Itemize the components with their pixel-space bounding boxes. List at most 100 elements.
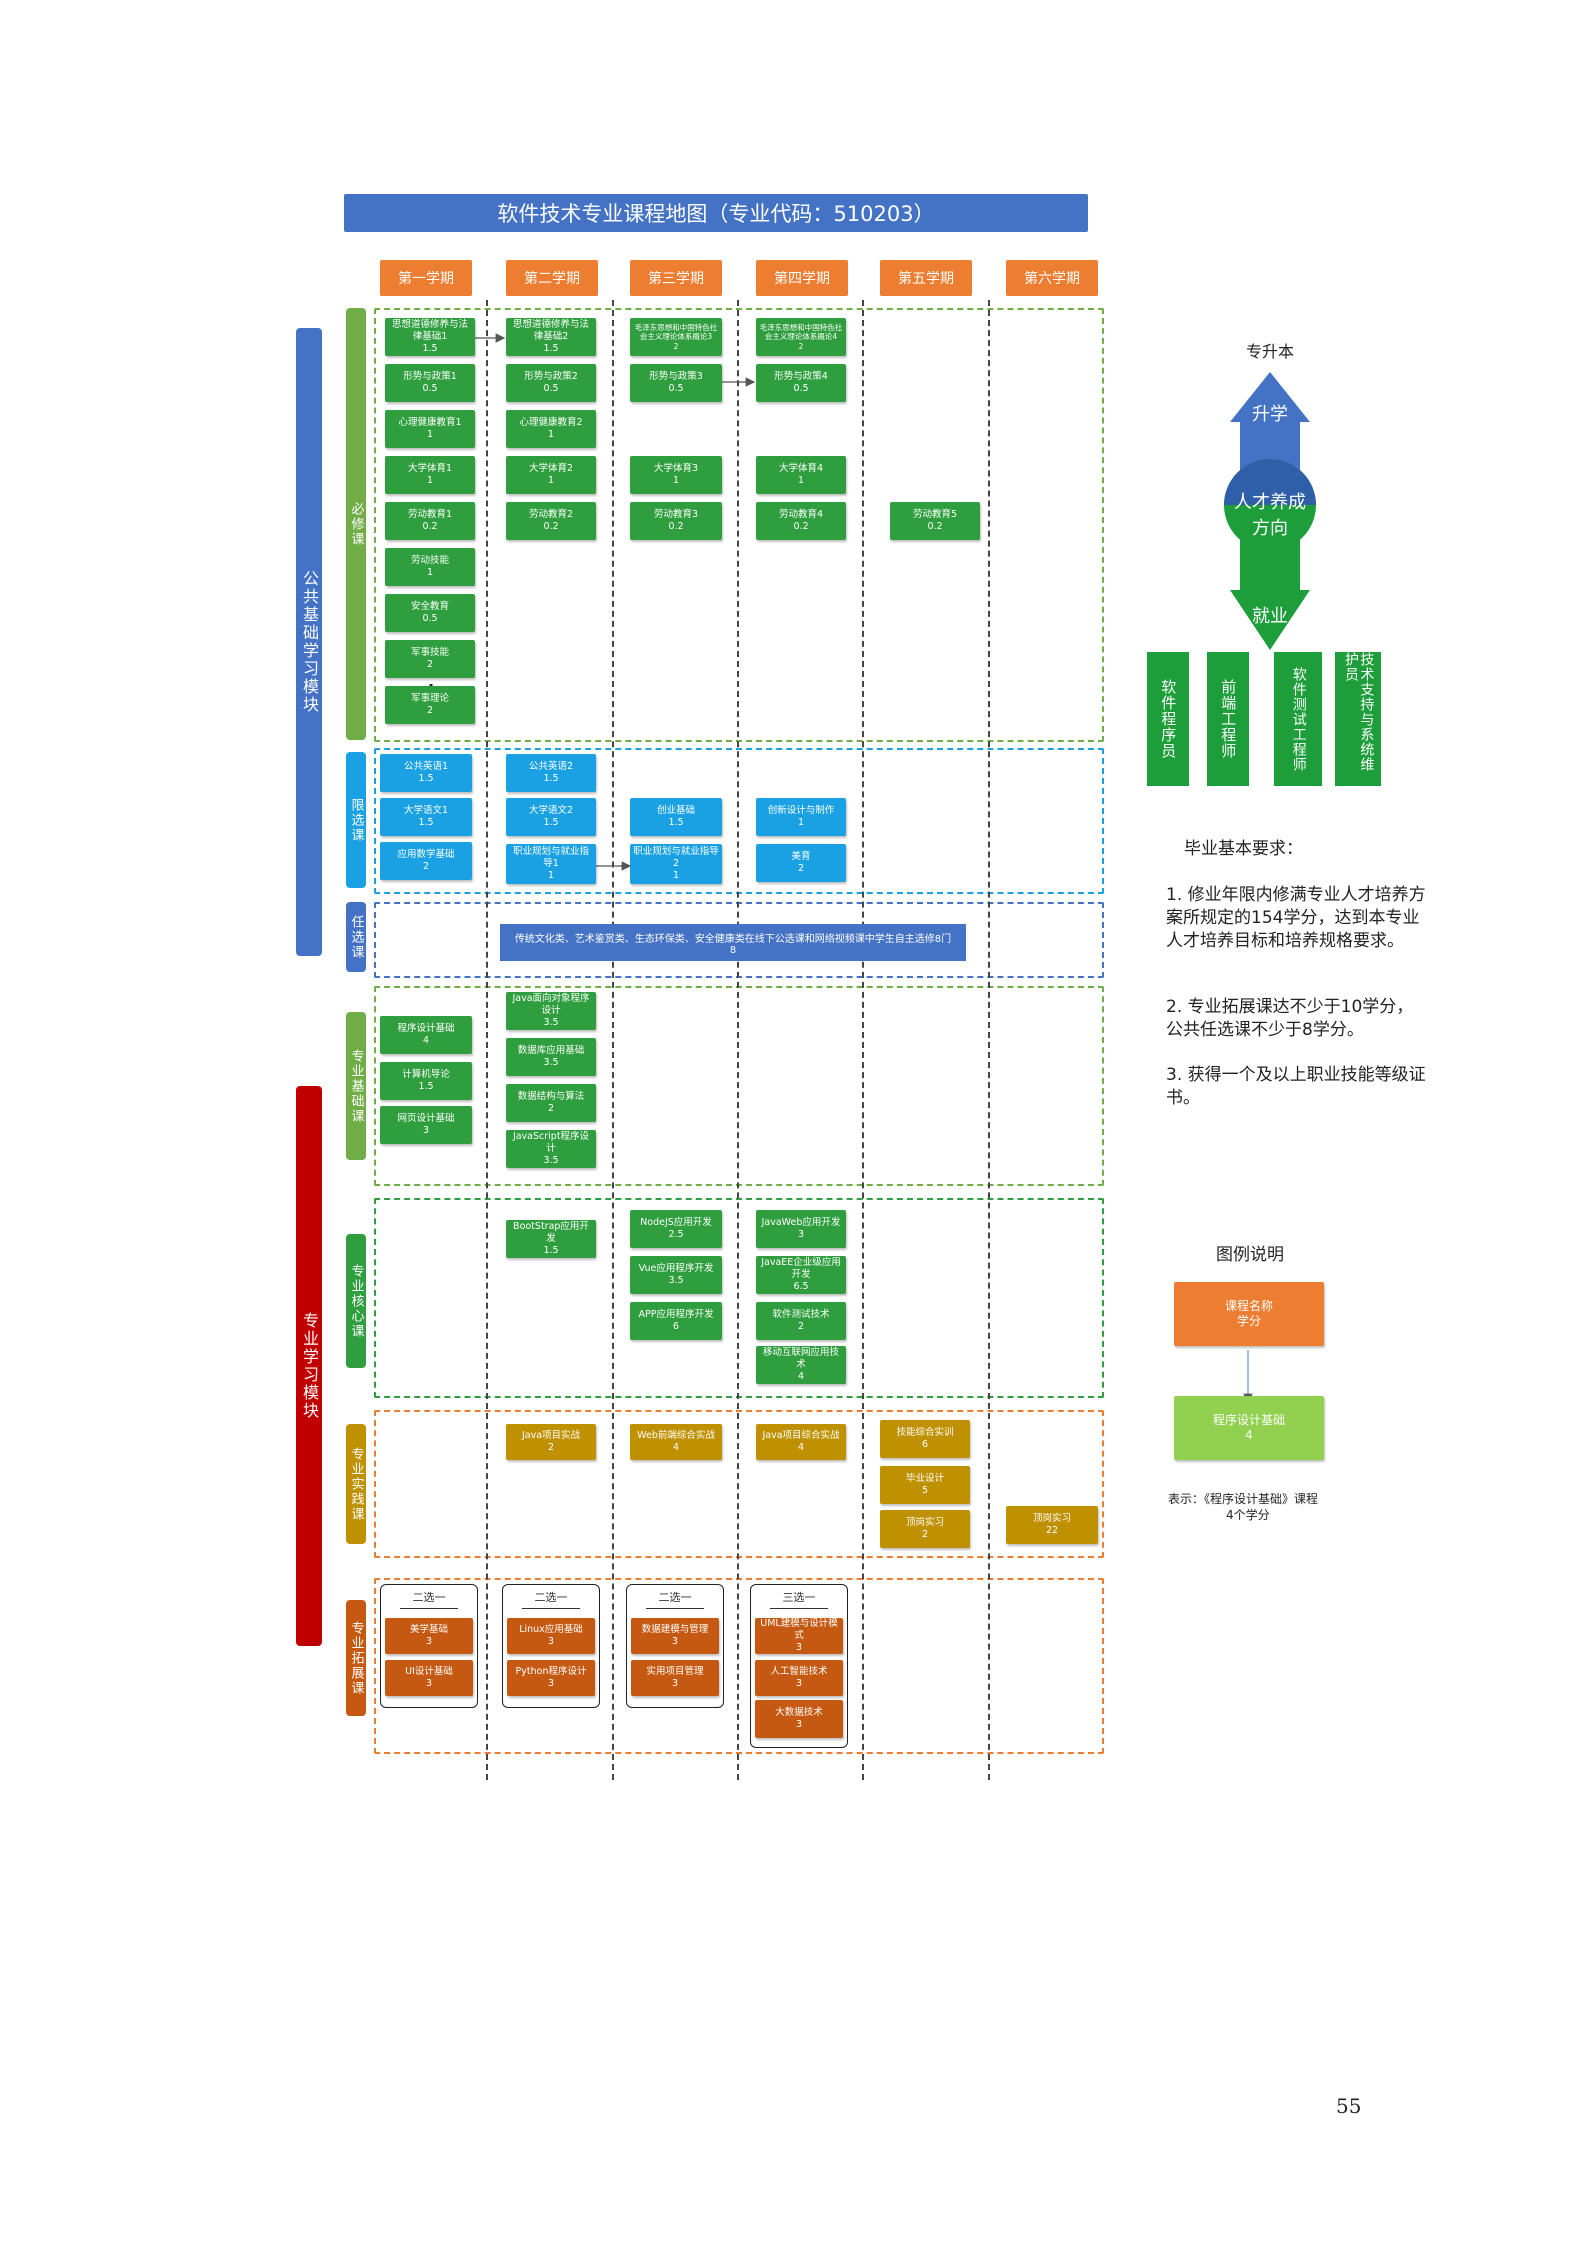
semester-header-6: 第六学期 xyxy=(1006,260,1098,296)
elective-rule: 二选一 xyxy=(627,1589,723,1609)
module-public: 公共基础学习模块 xyxy=(296,328,322,956)
group-label-required: 必修课 xyxy=(346,308,366,740)
down-label: 就业 xyxy=(1252,606,1288,627)
optional-courses-bar: 传统文化类、艺术鉴赏类、生态环保类、安全健康类在线下公选课和网络视频课中学生自主… xyxy=(500,924,966,961)
group-box-pro-core xyxy=(374,1198,1104,1398)
group-label-pro-practice: 专业实践课 xyxy=(346,1424,366,1544)
center-label-2: 方向 xyxy=(1252,518,1288,539)
semester-header-2: 第二学期 xyxy=(506,260,598,296)
semester-divider xyxy=(612,300,614,1780)
career-4: 技术支持与系统维护员 xyxy=(1335,652,1381,786)
semester-header-3: 第三学期 xyxy=(630,260,722,296)
group-box-pro-ext xyxy=(374,1578,1104,1754)
legend-note-1: 表示：《程序设计基础》课程 xyxy=(1168,1492,1319,1506)
career-3: 软件测试工程师 xyxy=(1274,652,1322,786)
up-arrow xyxy=(1230,372,1310,480)
semester-divider xyxy=(737,300,739,1780)
requirement-item-1: 1. 修业年限内修满专业人才培养方案所规定的154学分，达到本专业人才培养目标和… xyxy=(1166,885,1426,951)
legend-template-box: 课程名称学分 xyxy=(1174,1282,1324,1346)
legend-title: 图例说明 xyxy=(1216,1245,1284,1265)
requirement-item-3: 3. 获得一个及以上职业技能等级证书。 xyxy=(1166,1065,1426,1108)
elective-rule: 二选一 xyxy=(503,1589,599,1609)
semester-header-1: 第一学期 xyxy=(380,260,472,296)
group-box-required xyxy=(374,308,1104,742)
semester-divider xyxy=(862,300,864,1780)
page-number: 55 xyxy=(1336,2094,1362,2118)
direction-graphic xyxy=(1224,372,1316,650)
group-label-optional: 任选课 xyxy=(346,902,366,972)
legend-note-2: 4个学分 xyxy=(1226,1508,1270,1522)
group-label-limited: 限选课 xyxy=(346,752,366,888)
down-arrow xyxy=(1230,535,1310,650)
semester-divider xyxy=(486,300,488,1780)
center-label-1: 人才养成 xyxy=(1234,492,1306,513)
career-2: 前端工程师 xyxy=(1207,652,1249,786)
group-box-limited xyxy=(374,748,1104,894)
map-title: 软件技术专业课程地图（专业代码：510203） xyxy=(344,194,1088,232)
group-label-pro-core: 专业核心课 xyxy=(346,1234,366,1368)
group-box-pro-basic xyxy=(374,986,1104,1186)
up-label: 升学 xyxy=(1252,404,1288,425)
group-box-optional xyxy=(374,902,1104,978)
semester-header-4: 第四学期 xyxy=(756,260,848,296)
requirements-title: 毕业基本要求： xyxy=(1184,839,1303,859)
career-1: 软件程序员 xyxy=(1147,652,1189,786)
elective-rule: 三选一 xyxy=(751,1589,847,1609)
group-box-pro-practice xyxy=(374,1410,1104,1558)
group-label-pro-basic: 专业基础课 xyxy=(346,1012,366,1160)
module-professional: 专业学习模块 xyxy=(296,1086,322,1646)
